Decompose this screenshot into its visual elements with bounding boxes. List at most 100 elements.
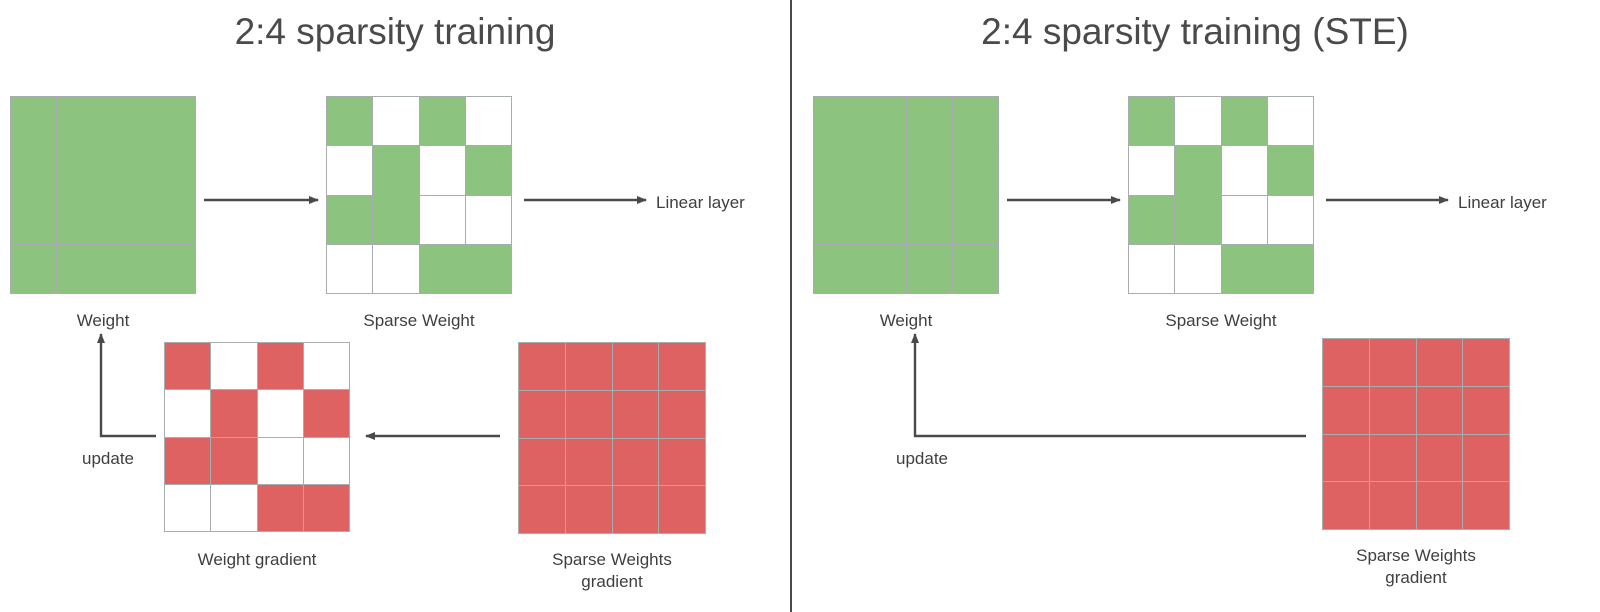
- matrix-cell: [1416, 434, 1463, 482]
- matrix-sparse-weight-standard: [326, 96, 512, 294]
- matrix-cell: [1221, 244, 1267, 293]
- matrix-cell: [814, 195, 860, 244]
- matrix-cell: [149, 146, 195, 195]
- matrix-cell: [1267, 146, 1313, 195]
- matrix-cell: [565, 343, 612, 390]
- matrix-cell: [612, 438, 659, 486]
- matrix-cell: [465, 146, 511, 195]
- panel-title-ste: 2:4 sparsity training (STE): [981, 11, 1409, 52]
- matrix-cell: [1175, 146, 1221, 195]
- matrix-cell: [1416, 386, 1463, 434]
- matrix-cell: [257, 437, 303, 484]
- matrix-cell: [419, 244, 465, 293]
- matrix-cell: [1129, 97, 1175, 146]
- matrix-cell: [165, 437, 211, 484]
- matrix-cell: [303, 390, 349, 437]
- matrix-cell: [149, 195, 195, 244]
- matrix-cell: [149, 244, 195, 293]
- matrix-cell: [1369, 339, 1416, 386]
- matrix-cell: [565, 486, 612, 533]
- matrix-cell: [257, 390, 303, 437]
- matrix-cell: [1129, 146, 1175, 195]
- matrix-cell: [952, 195, 998, 244]
- matrix-cell: [1416, 339, 1463, 386]
- matrix-cell: [1369, 434, 1416, 482]
- matrix-cell: [303, 437, 349, 484]
- arrow-update-standard: [97, 333, 156, 438]
- matrix-cell: [519, 343, 565, 390]
- matrix-cell: [257, 343, 303, 390]
- matrix-cell: [373, 244, 419, 293]
- matrix-cell: [103, 195, 149, 244]
- matrix-cell: [373, 195, 419, 244]
- matrix-weight-ste: [813, 96, 999, 294]
- matrix-cell: [303, 343, 349, 390]
- matrix-cell: [906, 244, 952, 293]
- matrix-cell: [465, 195, 511, 244]
- matrix-cell: [327, 97, 373, 146]
- matrix-cell: [1463, 386, 1509, 434]
- matrix-cell: [565, 390, 612, 438]
- matrix-cell: [952, 146, 998, 195]
- matrix-cell: [860, 244, 906, 293]
- caption-sparse-weight-ste: Sparse Weight: [1165, 311, 1277, 330]
- matrix-cell: [465, 97, 511, 146]
- matrix-cell: [519, 486, 565, 533]
- matrix-cell: [165, 343, 211, 390]
- matrix-cell: [1267, 195, 1313, 244]
- caption-sparse-weight-standard: Sparse Weight: [363, 311, 475, 330]
- matrix-cell: [57, 146, 103, 195]
- caption-sparse-weights-gradient-standard: Sparse Weights gradient: [552, 550, 672, 591]
- matrix-cell: [814, 146, 860, 195]
- matrix-cell: [327, 244, 373, 293]
- matrix-cell: [57, 244, 103, 293]
- arrow-update-ste: [911, 333, 1306, 438]
- matrix-cell: [327, 195, 373, 244]
- matrix-cell: [149, 97, 195, 146]
- matrix-cell: [103, 244, 149, 293]
- label-linear-layer-ste: Linear layer: [1458, 193, 1547, 212]
- matrix-cell: [612, 486, 659, 533]
- matrix-cell: [1323, 339, 1369, 386]
- matrix-cell: [1463, 339, 1509, 386]
- matrix-cell: [165, 484, 211, 531]
- matrix-cell: [327, 146, 373, 195]
- matrix-cell: [1323, 434, 1369, 482]
- panel-title-standard: 2:4 sparsity training: [234, 11, 556, 52]
- matrix-sparse-weights-gradient-standard: [518, 342, 706, 534]
- caption-weight-ste: Weight: [879, 311, 933, 330]
- matrix-cell: [303, 484, 349, 531]
- label-update-standard: update: [82, 449, 134, 468]
- matrix-cell: [11, 146, 57, 195]
- panel-divider: [790, 0, 792, 612]
- matrix-cell: [906, 195, 952, 244]
- caption-sparse-weights-gradient-ste: Sparse Weights gradient: [1356, 546, 1476, 587]
- matrix-cell: [952, 244, 998, 293]
- matrix-cell: [419, 195, 465, 244]
- matrix-cell: [519, 438, 565, 486]
- caption-weight-standard: Weight: [76, 311, 130, 330]
- matrix-cell: [1323, 482, 1369, 529]
- matrix-cell: [1175, 97, 1221, 146]
- matrix-cell: [11, 244, 57, 293]
- matrix-cell: [519, 390, 565, 438]
- matrix-cell: [165, 390, 211, 437]
- matrix-cell: [1267, 244, 1313, 293]
- matrix-cell: [1221, 97, 1267, 146]
- matrix-weight-gradient-standard: [164, 342, 350, 532]
- matrix-cell: [419, 146, 465, 195]
- matrix-cell: [373, 97, 419, 146]
- matrix-cell: [1129, 244, 1175, 293]
- matrix-cell: [565, 438, 612, 486]
- matrix-cell: [373, 146, 419, 195]
- matrix-cell: [1221, 146, 1267, 195]
- matrix-cell: [952, 97, 998, 146]
- matrix-cell: [11, 195, 57, 244]
- matrix-cell: [612, 390, 659, 438]
- matrix-cell: [860, 195, 906, 244]
- matrix-cell: [57, 97, 103, 146]
- matrix-cell: [860, 97, 906, 146]
- matrix-cell: [103, 146, 149, 195]
- matrix-cell: [659, 390, 705, 438]
